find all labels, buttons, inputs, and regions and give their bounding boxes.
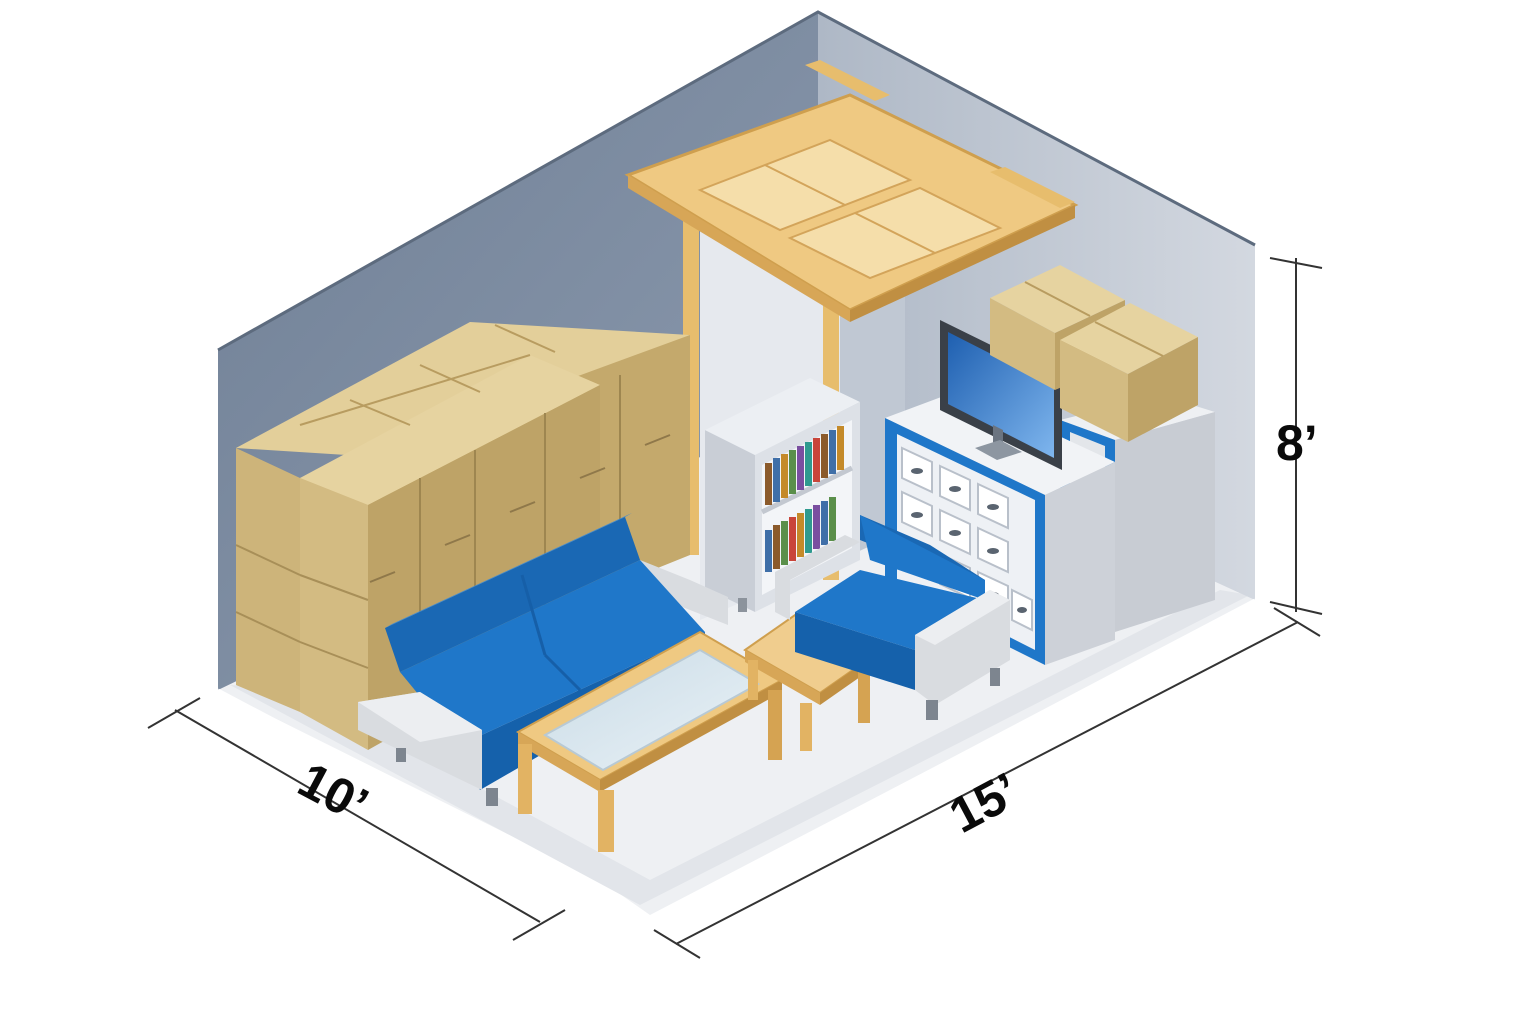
bookshelf xyxy=(705,378,860,612)
monitor xyxy=(940,320,1062,470)
monitor-screen xyxy=(948,332,1054,458)
dimension-height xyxy=(1269,257,1323,615)
coffee-table-edge xyxy=(600,680,782,792)
shelf-platform-edge xyxy=(628,175,850,322)
floor-edge-right xyxy=(649,598,1256,920)
cabinet-front xyxy=(1115,412,1215,632)
box-front xyxy=(990,298,1055,390)
box-front xyxy=(1060,340,1128,442)
armchair-left-arm xyxy=(775,535,860,620)
bookshelf-side xyxy=(705,430,755,612)
box-stack-side xyxy=(300,478,368,750)
height-label: 8’ xyxy=(1276,415,1318,471)
sofa-left-arm-top xyxy=(358,692,482,742)
sofa-back-top xyxy=(385,513,632,628)
floor-edge-left xyxy=(217,688,651,920)
floor-shadow xyxy=(230,590,1250,905)
length-line xyxy=(675,621,1299,945)
length-label: 15’ xyxy=(940,762,1028,844)
sofa-right-arm xyxy=(640,560,728,625)
armchair-front xyxy=(795,612,915,690)
coffee-table-edge xyxy=(518,732,600,792)
box-stack-side xyxy=(236,448,300,712)
monitor-base xyxy=(975,440,1022,460)
box-top xyxy=(300,355,600,505)
sofa-back xyxy=(385,517,640,672)
box-side xyxy=(1128,337,1198,442)
wall-edge xyxy=(217,10,1256,352)
sofa-seat xyxy=(400,560,705,745)
bookshelf-top xyxy=(705,378,860,455)
armchair-right-arm xyxy=(915,590,1010,705)
dimension-width xyxy=(147,697,566,941)
armchair xyxy=(775,515,1010,720)
shelf-beam xyxy=(805,60,890,101)
top-boxes xyxy=(990,265,1198,442)
books xyxy=(765,426,844,572)
shelf-platform-edge xyxy=(850,205,1075,322)
armchair-back-front xyxy=(860,515,985,600)
width-label: 10’ xyxy=(290,751,378,833)
coffee-table xyxy=(515,630,785,852)
shelf-beam xyxy=(990,167,1075,208)
width-line xyxy=(174,709,541,923)
dresser-side xyxy=(1045,462,1115,665)
dimension-length xyxy=(653,607,1321,959)
